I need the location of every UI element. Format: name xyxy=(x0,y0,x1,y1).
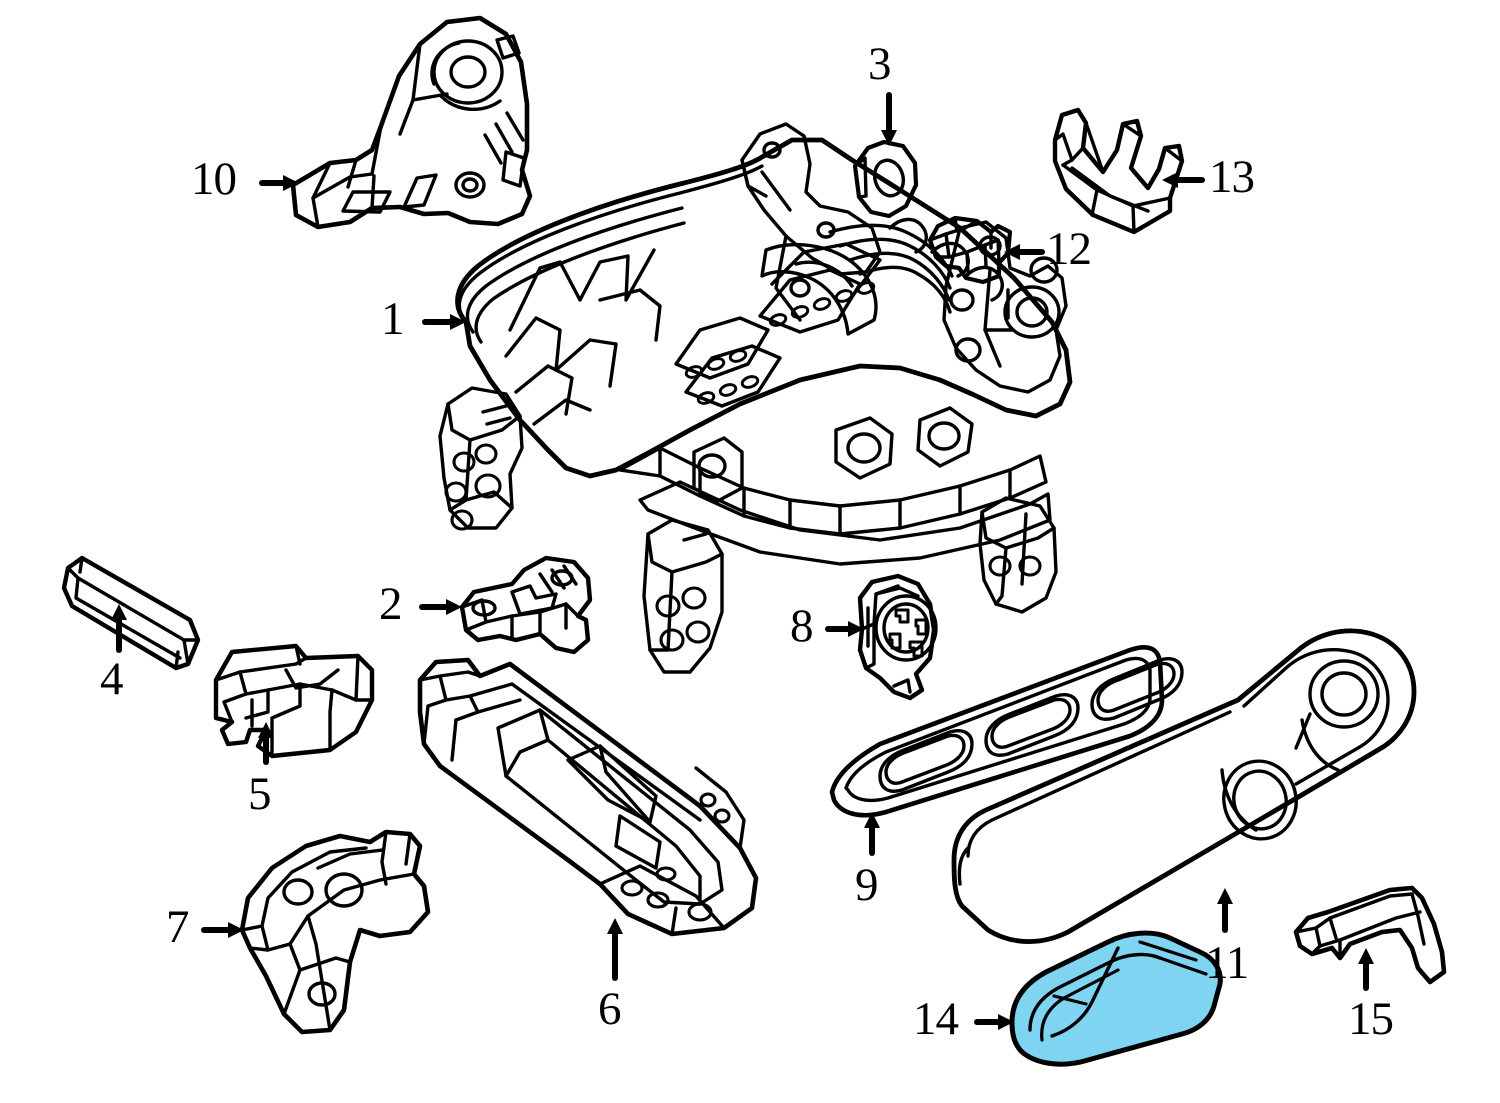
part-14-seat-adjuster-handle-knob xyxy=(1009,930,1223,1067)
arrow-1 xyxy=(422,314,466,330)
callout-label-15[interactable]: 15 xyxy=(1348,993,1394,1045)
arrow-6 xyxy=(607,918,623,981)
part-10-recliner-pivot-trim-cover xyxy=(290,15,533,230)
callout-label-12[interactable]: 12 xyxy=(1046,223,1092,275)
part-3-pivot-washer-spacer xyxy=(852,139,919,219)
arrow-9 xyxy=(864,812,880,856)
callout-label-11[interactable]: 11 xyxy=(1205,937,1249,989)
callout-label-9[interactable]: 9 xyxy=(855,859,878,911)
arrow-5 xyxy=(258,722,274,765)
part-8-seat-adjuster-motor xyxy=(857,573,938,701)
callout-label-14[interactable]: 14 xyxy=(913,993,959,1045)
arrow-10 xyxy=(259,175,299,191)
arrow-2 xyxy=(419,599,462,615)
callout-label-13[interactable]: 13 xyxy=(1209,151,1255,203)
part-2-seat-mounting-bracket xyxy=(459,555,593,655)
callout-label-2[interactable]: 2 xyxy=(379,578,402,630)
arrow-15 xyxy=(1358,948,1374,991)
part-11-seat-side-trim-panel xyxy=(951,628,1417,944)
callout-label-6[interactable]: 6 xyxy=(598,983,621,1035)
arrow-3 xyxy=(881,92,897,146)
part-4-track-cover-strip xyxy=(61,555,201,671)
arrow-12 xyxy=(1004,244,1045,260)
callout-label-3[interactable]: 3 xyxy=(868,38,891,90)
part-15-rear-trim-end-cover xyxy=(1293,885,1447,985)
part-13-cable-guide-bracket-clip xyxy=(1052,107,1185,235)
part-7-front-corner-bracket xyxy=(239,829,431,1035)
part-1-seat-cushion-frame-assembly xyxy=(438,122,1073,674)
callout-label-10[interactable]: 10 xyxy=(191,153,237,205)
arrow-4 xyxy=(111,604,127,653)
part-5-track-end-cap-block xyxy=(213,643,375,759)
callout-label-8[interactable]: 8 xyxy=(790,600,813,652)
arrow-8 xyxy=(825,621,864,637)
arrow-7 xyxy=(201,922,244,938)
arrow-11 xyxy=(1217,888,1233,933)
callout-label-4[interactable]: 4 xyxy=(100,653,123,705)
part-9-seat-switch-bezel xyxy=(829,645,1184,818)
callout-arrows xyxy=(111,92,1374,1030)
arrow-14 xyxy=(974,1014,1014,1030)
arrow-13 xyxy=(1162,172,1205,188)
callout-label-1[interactable]: 1 xyxy=(381,293,404,345)
part-6-seat-slide-rail-channel xyxy=(417,657,759,937)
callout-label-7[interactable]: 7 xyxy=(166,901,189,953)
callout-label-5[interactable]: 5 xyxy=(248,768,271,820)
